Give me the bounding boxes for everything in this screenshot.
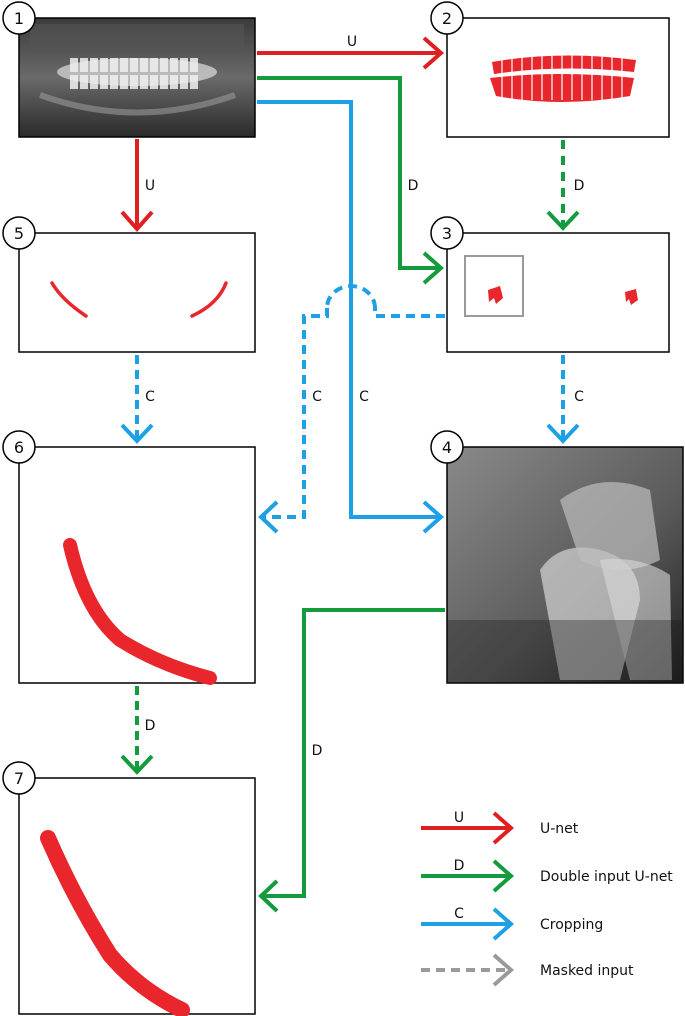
arrow-d-1-to-3 [257,76,445,285]
arrow-c-3-to-6 [262,284,445,519]
node-4-cropped-xray [446,446,684,684]
badge-4: 4 [430,430,464,464]
svg-text:6: 6 [14,438,24,457]
badge-1: 1 [2,1,36,35]
badge-7: 7 [2,761,36,795]
legend-item-masked: Masked input [421,953,634,987]
legend-item-crop: C Cropping [421,906,603,941]
legend-key-u: U [454,810,464,826]
svg-text:7: 7 [14,769,24,788]
edge-label-u-left: U [145,178,155,194]
node-5-canal-mask [18,232,256,353]
arrow-u-1-to-5 [120,139,154,233]
arrow-u-1-to-2 [257,36,445,70]
node-7-refined-canal-mask [18,777,256,1016]
node-2-teeth-mask [446,17,670,138]
edge-label-c-mid: C [312,389,322,405]
badge-2: 2 [430,1,464,35]
arrow-c-5-to-6 [120,355,154,444]
node-3-molar-mask [446,232,670,353]
badge-5: 5 [2,216,36,250]
node-1-panoramic-xray [18,17,256,138]
arrow-d-6-to-7 [120,686,154,775]
svg-text:3: 3 [442,224,452,243]
legend-label-unet: U-net [540,821,579,837]
edge-label-d-left: D [145,718,156,734]
edge-label-u-top: U [347,34,357,50]
edge-label-d-bottom: D [312,743,323,759]
arrow-c-1-to-4 [257,100,445,534]
legend-label-masked: Masked input [540,963,634,979]
legend-label-double: Double input U-net [540,869,673,885]
legend-key-d: D [454,858,465,874]
legend-item-unet: U U-net [421,810,579,845]
edge-label-c-left: C [145,389,155,405]
svg-text:2: 2 [442,9,452,28]
badge-6: 6 [2,430,36,464]
edge-label-c-center: C [359,389,369,405]
svg-text:1: 1 [14,9,24,28]
node-6-cropped-canal-mask [18,446,256,685]
svg-text:4: 4 [442,438,452,457]
legend: U U-net D Double input U-net C Cropping … [421,810,673,987]
arrowhead-c-3-to-6 [258,500,279,534]
edge-label-d-right: D [574,178,585,194]
svg-text:5: 5 [14,224,24,243]
edge-label-d-center: D [408,178,419,194]
arrow-d-4-to-7 [258,608,445,913]
edge-label-c-right: C [574,389,584,405]
arrow-d-2-to-3 [546,140,580,231]
legend-label-crop: Cropping [540,917,603,933]
legend-item-double: D Double input U-net [421,858,673,893]
arrow-c-3-to-4 [546,355,580,444]
legend-key-c: C [454,906,464,922]
badge-3: 3 [430,216,464,250]
